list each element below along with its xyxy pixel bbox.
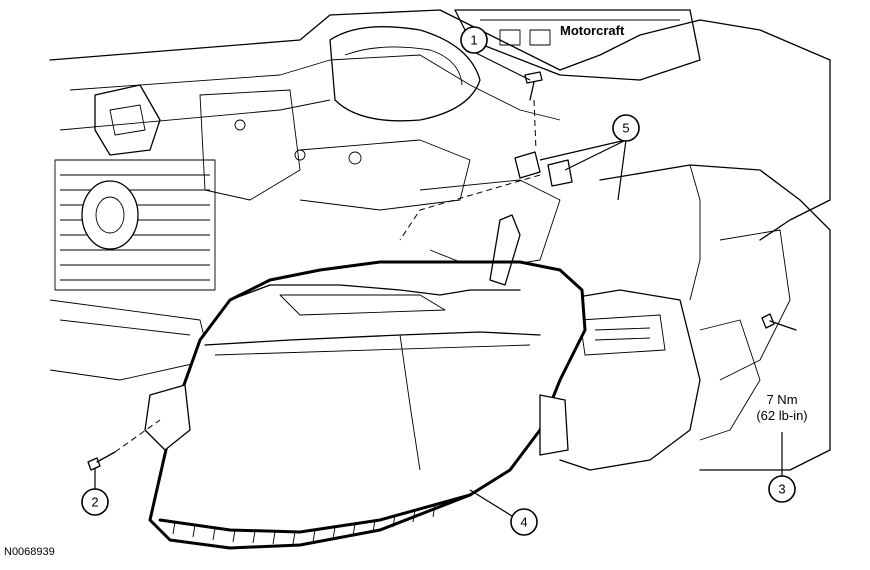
figure-id: N0068939 bbox=[4, 546, 55, 558]
callout-2-label: 2 bbox=[91, 495, 98, 510]
bolt-item-2 bbox=[87, 451, 116, 471]
battery-brand-text: Motorcraft bbox=[560, 23, 625, 38]
callout-4: 4 bbox=[510, 508, 538, 536]
headlamp-assembly bbox=[144, 214, 587, 550]
callout-4-label: 4 bbox=[520, 515, 527, 530]
install-path-1 bbox=[533, 99, 537, 151]
torque-spec: 7 Nm (62 lb-in) bbox=[742, 392, 822, 424]
leader-lines bbox=[94, 51, 783, 517]
callout-1: 1 bbox=[460, 26, 488, 54]
install-path-5 bbox=[399, 174, 541, 241]
torque-imperial: (62 lb-in) bbox=[756, 408, 808, 423]
callout-3: 3 bbox=[768, 475, 796, 503]
vehicle-front-structure bbox=[49, 9, 831, 471]
callout-1-label: 1 bbox=[470, 33, 477, 48]
bolt-item-3 bbox=[761, 313, 797, 331]
bolt-item-1 bbox=[524, 71, 543, 101]
torque-metric: 7 Nm bbox=[766, 392, 798, 407]
nut-item-5b bbox=[547, 159, 573, 187]
callout-5-label: 5 bbox=[622, 121, 629, 136]
callout-3-label: 3 bbox=[778, 482, 785, 497]
nut-item-5a bbox=[514, 151, 541, 179]
callout-5: 5 bbox=[612, 114, 640, 142]
callout-2: 2 bbox=[81, 488, 109, 516]
